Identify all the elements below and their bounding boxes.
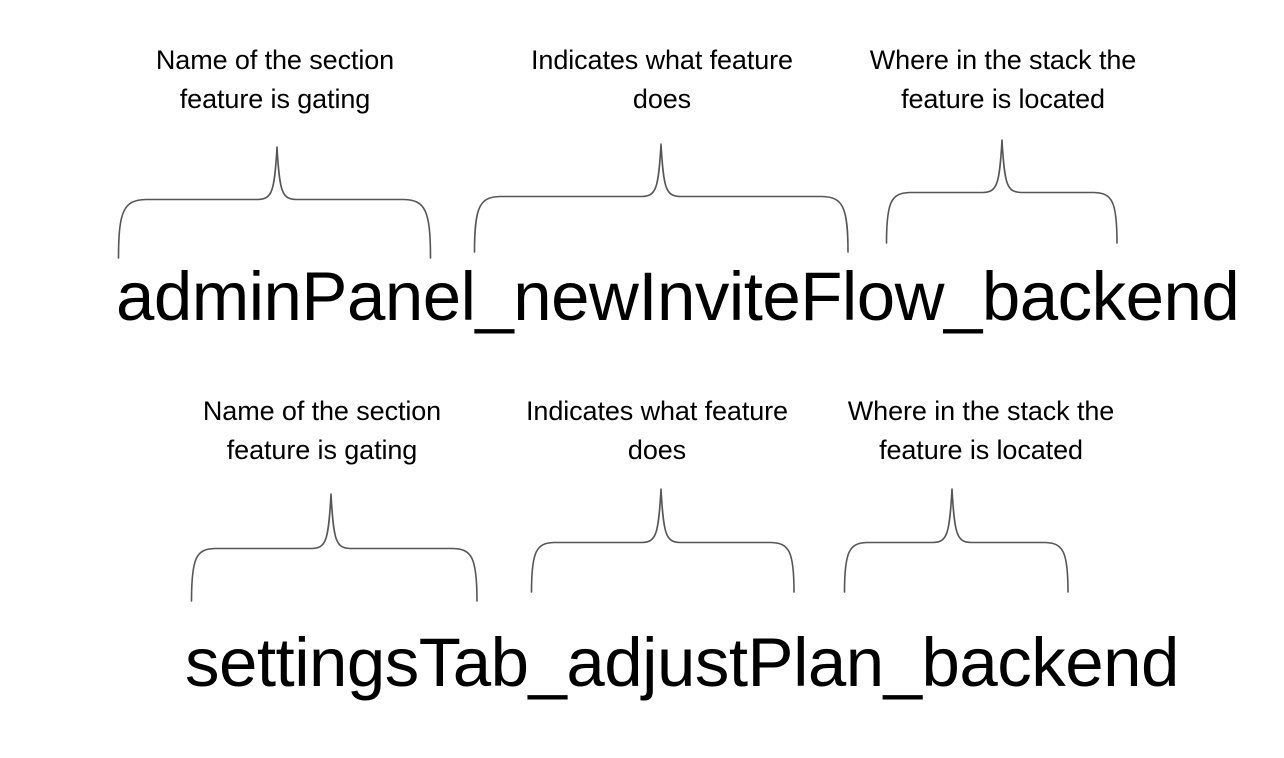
brace-section-name-2 [190,493,478,602]
brace-feature-purpose-1 [473,143,849,253]
brace-stack-location-1 [885,139,1118,244]
caption-section-name-2: Name of the section feature is gating [202,396,442,465]
caption-section-name-1: Name of the section feature is gating [155,45,395,114]
caption-stack-location-2: Where in the stack the feature is locate… [847,396,1115,465]
caption-stack-location-1: Where in the stack the feature is locate… [869,45,1137,114]
flag-name-1: adminPanel_newInviteFlow_backend [116,258,1240,335]
brace-stack-location-2 [843,488,1069,593]
caption-feature-purpose-2: Indicates what feature does [526,396,788,465]
caption-feature-purpose-1: Indicates what feature does [531,45,793,114]
brace-feature-purpose-2 [530,488,795,593]
flag-name-2: settingsTab_adjustPlan_backend [185,624,1179,701]
brace-section-name-1 [117,146,432,259]
